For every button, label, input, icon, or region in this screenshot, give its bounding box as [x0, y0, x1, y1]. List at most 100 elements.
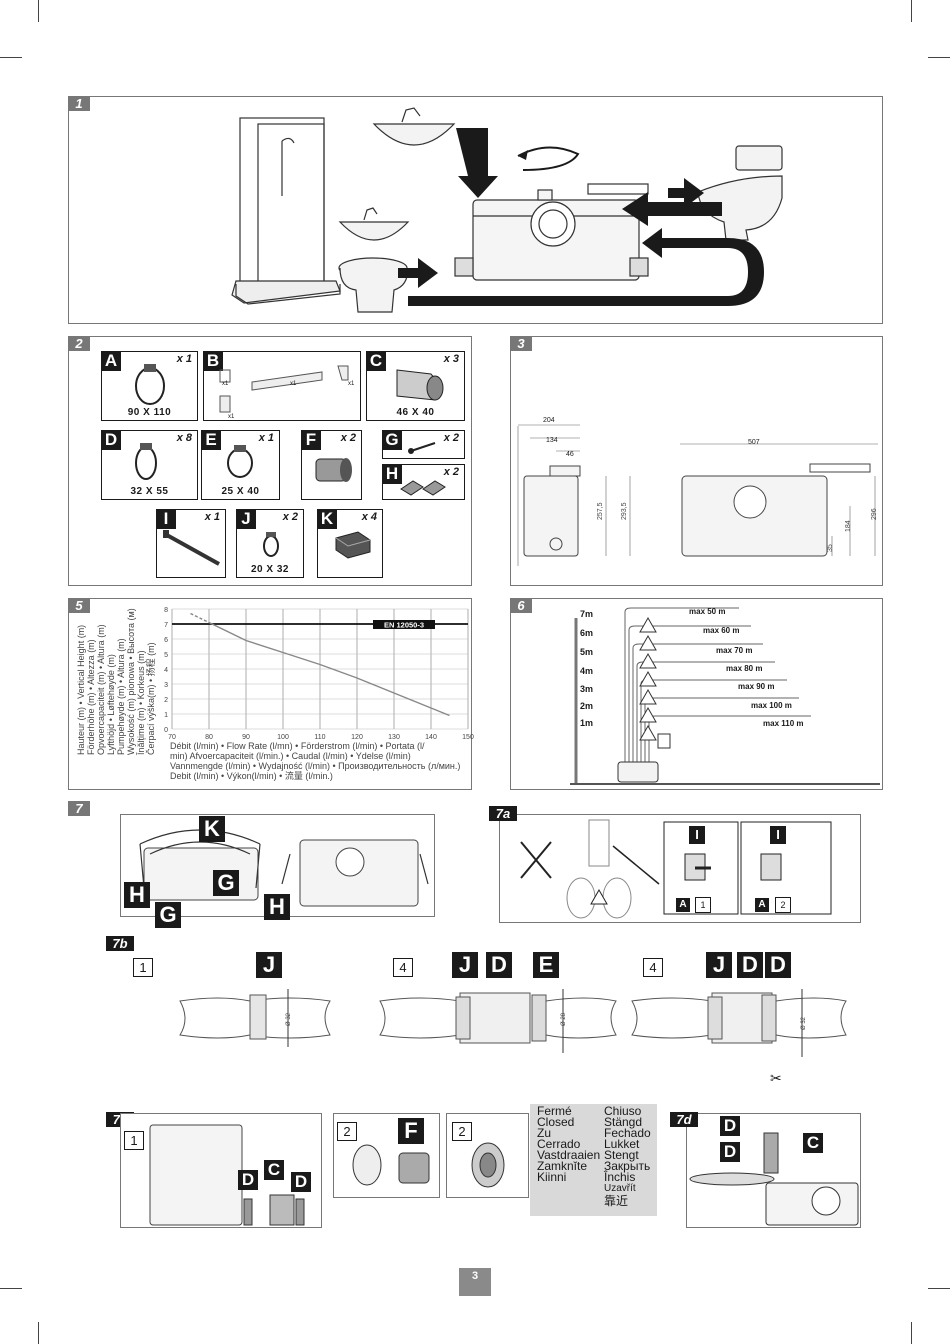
- washbasin-illustration: [372, 107, 456, 146]
- length-label: max 50 m: [689, 607, 726, 616]
- callout-J: J: [706, 952, 732, 978]
- height-label: 5m: [580, 647, 594, 657]
- panel-6: [510, 598, 883, 790]
- x-tick-label: 140: [425, 734, 437, 741]
- hose-clamp-icon: [263, 532, 279, 557]
- crop-mark: [928, 1288, 950, 1289]
- sub-qty: x1: [222, 381, 229, 387]
- pump-unit-illustration: [454, 183, 649, 281]
- closed-word: Stängd: [604, 1115, 643, 1129]
- dim-label: 46: [566, 451, 574, 458]
- x-tick-label: 130: [388, 734, 400, 741]
- dim-label: 184: [845, 520, 852, 532]
- pipe-clamping-diagram: [179, 989, 847, 1057]
- check-valve-icon: [315, 458, 352, 482]
- series-line: [208, 621, 450, 717]
- part-dim: 25 X 40: [221, 486, 260, 497]
- page-number: 3: [459, 1268, 491, 1296]
- x-tick-label: 70: [168, 734, 176, 741]
- crop-mark: [0, 1288, 22, 1289]
- dim-label: 35: [827, 544, 834, 552]
- callout-J: J: [452, 952, 478, 978]
- height-label: 6m: [580, 628, 594, 638]
- callout-C: C: [264, 1160, 284, 1180]
- height-label: 4m: [580, 666, 594, 676]
- closed-word: Closed: [537, 1115, 575, 1129]
- closed-word: Kiinni: [537, 1170, 567, 1184]
- x-tick-label: 120: [351, 734, 363, 741]
- callout-I: I: [689, 826, 705, 844]
- crop-mark: [911, 1322, 912, 1344]
- part-dim: 46 X 40: [396, 407, 435, 418]
- part-qty: x 2: [340, 432, 356, 444]
- callout-J: J: [256, 952, 282, 978]
- callout-A: A: [755, 898, 769, 912]
- part-qty: x 3: [443, 353, 459, 365]
- y-label-line: Hauteur (m) • Vertical Height (m): [76, 624, 86, 755]
- x-label-line: Débit (l/min) • Flow Rate (l/mn) • Förde…: [170, 741, 425, 751]
- length-label: max 100 m: [751, 701, 792, 710]
- x-tick-label: 90: [242, 734, 250, 741]
- y-tick-label: 5: [164, 652, 168, 659]
- callout-I: I: [770, 826, 786, 844]
- part-qty: x 2: [443, 466, 459, 478]
- step-number: 4: [393, 958, 413, 977]
- crop-mark: [911, 0, 912, 22]
- x-tick-label: 80: [205, 734, 213, 741]
- part-label: F: [301, 430, 321, 450]
- closed-word: Stengt: [604, 1148, 639, 1162]
- pipe-dim-label: Ø 28: [561, 1012, 567, 1026]
- part-label: A: [101, 351, 121, 371]
- callout-E: E: [533, 952, 559, 978]
- check-valve-inserted-diagram: [471, 1142, 505, 1188]
- sub-qty: x1: [290, 381, 297, 387]
- callout-D: D: [238, 1170, 258, 1190]
- standard-label-bg: [373, 620, 435, 629]
- closed-word: Uzavřít: [604, 1183, 636, 1194]
- panel-3-tab: 3: [510, 336, 532, 351]
- panel-2-tab: 2: [68, 336, 90, 351]
- y-label-line: Opvoercapaciteit (m) • Altura (m): [96, 624, 106, 755]
- closed-word: Cerrado: [537, 1137, 581, 1151]
- length-label: max 110 m: [763, 719, 804, 728]
- part-qty: x 1: [176, 353, 192, 365]
- part-A: A x 1 90 X 110: [101, 351, 198, 421]
- x-tick-label: 150: [462, 734, 474, 741]
- floor-bracket-icon: [400, 480, 446, 496]
- panel-7b-tab: 7b: [106, 936, 134, 951]
- y-label-line: Wysokość (m) pionowa • Высота (м): [126, 608, 136, 755]
- callout-H: H: [264, 894, 290, 920]
- x-label-line: min) Afvoercapaciteit (l/min.) • Caudal …: [170, 751, 411, 761]
- cable-tie-icon: [163, 530, 220, 566]
- crop-mark: [0, 57, 22, 58]
- part-label: H: [382, 464, 402, 484]
- part-label: C: [366, 351, 386, 371]
- y-label-line: Förderhöhe (m) • Altezza (m): [86, 639, 96, 755]
- part-E: E x 1 25 X 40: [201, 430, 280, 500]
- x-tick-label: 100: [277, 734, 289, 741]
- callout-K: K: [199, 816, 225, 842]
- closed-word: Vastdraaien: [537, 1148, 601, 1162]
- callout-D: D: [765, 952, 791, 978]
- dim-label: 293,5: [621, 502, 628, 520]
- part-G: G x 2: [382, 430, 465, 459]
- closed-word: Chiuso: [604, 1104, 642, 1118]
- step-number: 1: [124, 1131, 144, 1150]
- part-K: K x 4: [317, 509, 383, 578]
- panel-1-tab: 1: [68, 96, 90, 111]
- installation-overview-diagram: [231, 107, 783, 313]
- y-tick-label: 0: [164, 727, 168, 734]
- sub-qty: x1: [348, 381, 355, 387]
- x-label-line: Vannmengde (l/min) • Wydajność (l/min) •…: [170, 761, 461, 771]
- part-label: I: [156, 509, 176, 529]
- toilet-illustration: [697, 145, 783, 241]
- part-B: B x1 x1 x1 x1: [203, 351, 361, 421]
- callout-A: A: [676, 898, 690, 912]
- part-H: H x 2: [382, 464, 465, 500]
- crop-mark: [38, 1322, 39, 1344]
- closed-translations: Fermé Closed Zu Cerrado Vastdraaien Zamk…: [530, 1104, 657, 1216]
- small-basin-illustration: [338, 207, 410, 241]
- part-label: E: [201, 430, 221, 450]
- y-tick-label: 8: [164, 607, 168, 614]
- part-D: D x 8 32 X 55: [101, 430, 198, 500]
